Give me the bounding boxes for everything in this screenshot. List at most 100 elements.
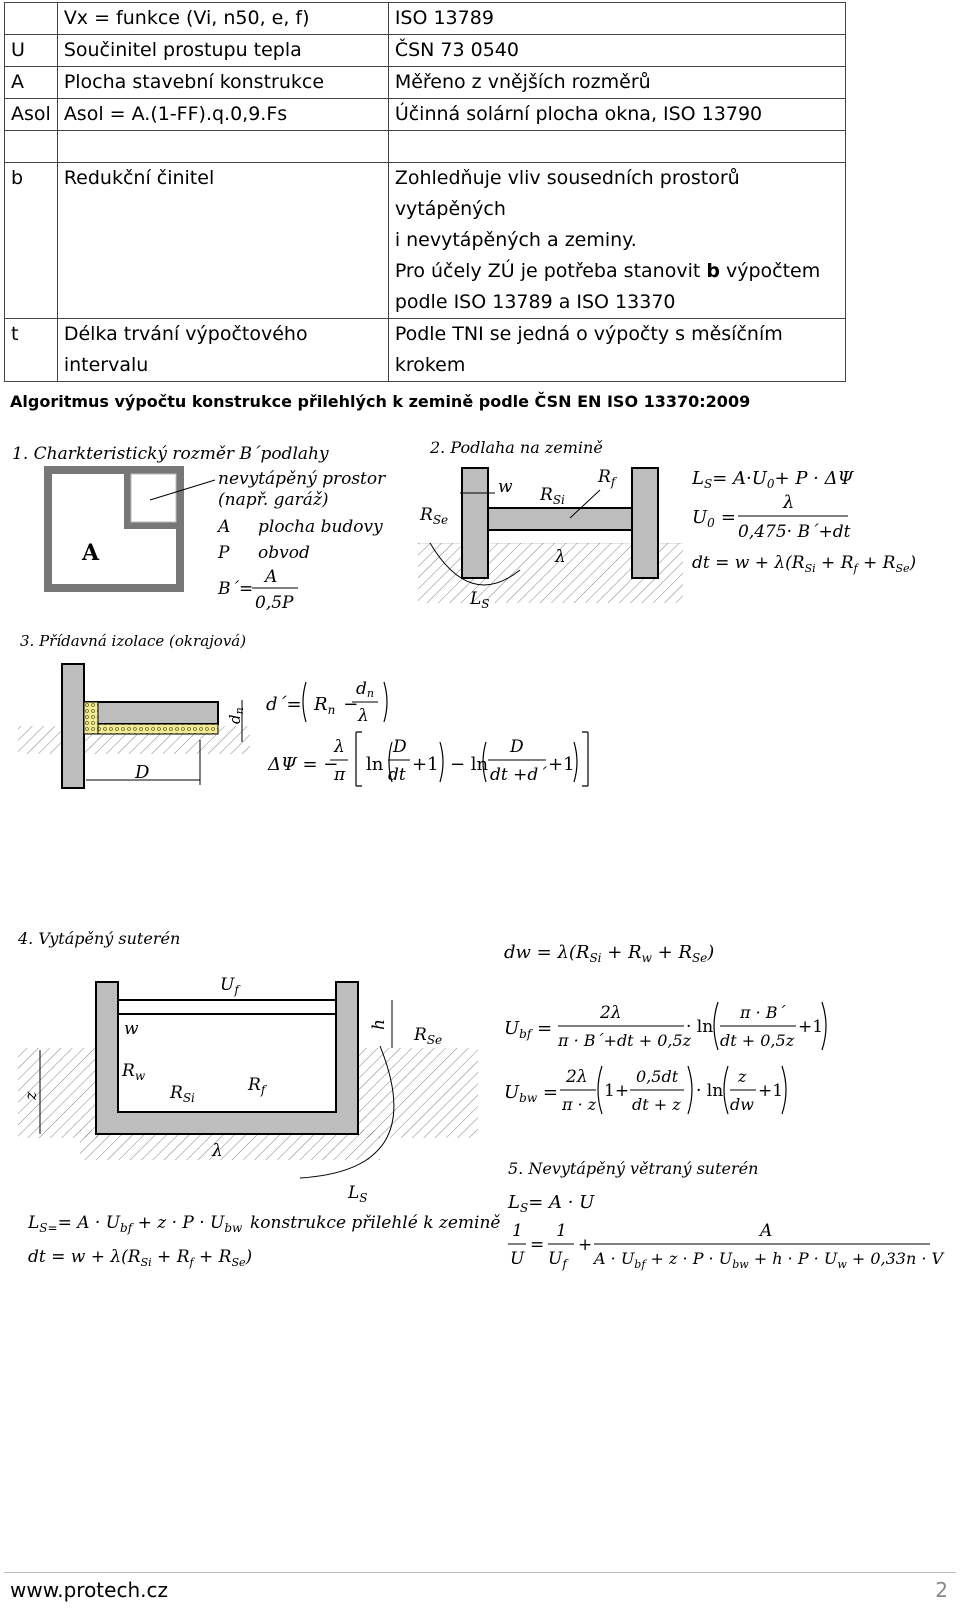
table-row: b Redukční činitel Zohledňuje vliv souse…: [4, 162, 846, 319]
soil-hatch-right: [358, 1048, 478, 1138]
paren-right: [573, 741, 578, 783]
fig4-ls: LS: [347, 1183, 368, 1205]
fig3-frac1-den: dt: [388, 765, 406, 785]
fig4-ubw-den: π · z: [561, 1095, 597, 1114]
paren-right: [687, 1065, 693, 1115]
bracket-left: [355, 731, 362, 787]
eq-part: A · U: [592, 1249, 635, 1268]
fig4-z: z: [21, 1091, 40, 1101]
symbol: R: [169, 1083, 183, 1103]
fig4-eq-dt: dt = w + λ(RSi + Rf + RSe): [28, 1247, 252, 1269]
subscript: Se: [231, 1256, 246, 1269]
subscript: f: [233, 983, 241, 997]
table-row: U Součinitel prostupu tepla ČSN 73 0540: [4, 34, 846, 67]
fig4-ubf-ln: · ln: [686, 1017, 713, 1037]
right-wall: [631, 467, 659, 579]
note-line: i nevytápěných a zeminy.: [394, 229, 637, 251]
fig5-eq-ls: LS= A · U: [507, 1192, 595, 1215]
fig4-ubf-plus1: +1: [798, 1017, 823, 1037]
fig5-frac2-den: Uf: [548, 1249, 569, 1271]
subscript: bf: [120, 1221, 135, 1235]
subscript: f: [189, 1256, 196, 1269]
basement-walls: [95, 981, 359, 1135]
symbol: L: [469, 589, 481, 609]
subscript: Si: [553, 493, 565, 507]
symbol-cell: U: [4, 34, 58, 67]
table-row: Asol Asol = A.(1-FF).q.0,9.Fs Účinná sol…: [4, 98, 846, 131]
fig2-eq-u0-num: λ: [782, 492, 794, 513]
fig4-ubf-num2: π · B´: [739, 1003, 787, 1022]
definitions-table: Vx = funkce (Vi, n50, e, f) ISO 13789 U …: [4, 2, 846, 382]
eq-part: + h · P · U: [749, 1249, 838, 1268]
symbol: U: [692, 507, 708, 528]
soil-hatch-left: [18, 1048, 98, 1138]
fig4-note: konstrukce přilehlé k zemině: [250, 1213, 500, 1233]
fig4-ubw-ln: · ln: [696, 1081, 723, 1101]
paren-left: [713, 1001, 719, 1051]
fig1-label-1: nevytápěný prostor: [218, 469, 386, 489]
fig2-rse: RSe: [419, 505, 448, 527]
figure-5: 5. Nevytápěný větraný suterén LS= A · U …: [507, 1159, 945, 1271]
symbol: U: [548, 1249, 563, 1269]
eq-part: =: [721, 507, 736, 528]
subscript: n: [328, 703, 336, 717]
eq-part: + R: [602, 942, 642, 963]
symbol: U: [504, 1018, 520, 1039]
fig1-frac-den: 0,5P: [255, 593, 294, 613]
subscript: f: [610, 475, 618, 489]
eq-part: + 0,33n · V: [847, 1249, 945, 1268]
fig5-frac3-den: A · Ubf + z · P · Ubw + h · P · Uw + 0,3…: [592, 1249, 945, 1271]
fig4-eq-dw: dw = λ(RSi + Rw + RSe): [504, 942, 714, 965]
heat-flow-arc: [299, 1045, 395, 1179]
garage-area: [130, 473, 177, 523]
symbol: U: [504, 1082, 520, 1103]
eq-part: + R: [194, 1247, 232, 1267]
eq-part: + R: [652, 942, 692, 963]
eq-part: ): [706, 942, 714, 963]
subscript: Se: [433, 513, 448, 527]
eq-part: dw = λ(R: [504, 942, 589, 963]
eq-part: = A·U: [712, 468, 768, 489]
symbol: L: [27, 1213, 39, 1233]
bracket-right: [582, 731, 589, 787]
fig3-dn: dn: [226, 707, 246, 724]
name-cell: Délka trvání výpočtového intervalu: [56, 318, 389, 382]
fig4-ubw-num3: z: [737, 1067, 747, 1086]
fig3-d: D: [134, 762, 150, 783]
fig3-minus-ln: − ln: [450, 754, 489, 775]
note-line: Zohledňuje vliv sousedních prostorů vytá…: [394, 167, 740, 220]
fig3-frac2-den: dt +d´: [490, 765, 547, 785]
note-text: Pro účely ZÚ je potřeba stanovit: [394, 260, 707, 282]
fig4-eq-ubf: Ubf =: [504, 1018, 552, 1041]
fig4-uf: Uf: [220, 975, 241, 997]
symbol: R: [597, 467, 611, 487]
paren-left: [597, 1065, 603, 1115]
fig1-symbol-a: A: [216, 517, 230, 537]
fig4-ubw-num2: 0,5dt: [636, 1067, 679, 1086]
eq-part: + P · ΔΨ: [775, 468, 855, 489]
leader-line: [149, 479, 216, 501]
paren-right: [821, 1001, 827, 1051]
symbol: R: [313, 694, 328, 715]
subscript: Se: [692, 951, 707, 965]
eq-part: dt = w + λ(R: [692, 553, 805, 573]
subscript: bw: [732, 1258, 749, 1271]
note-cell: Zohledňuje vliv sousedních prostorů vytá…: [387, 162, 846, 319]
symbol: d: [356, 679, 367, 699]
fig3-lambda: λ: [333, 737, 345, 757]
subscript: n: [233, 707, 246, 714]
fig4-h: h: [369, 1019, 389, 1030]
eq-part: + R: [858, 553, 896, 573]
paren-right: [781, 1065, 787, 1115]
subscript: f: [260, 1083, 268, 1097]
fig1-frac-num: A: [263, 567, 277, 587]
fig4-rf: Rf: [247, 1075, 268, 1097]
subscript: bw: [224, 1221, 243, 1235]
fig4-ubw-den2: dt + z: [632, 1095, 681, 1114]
eq-part: dt = w + λ(R: [28, 1247, 141, 1267]
wall: [61, 663, 85, 789]
symbol-cell: Asol: [4, 98, 58, 131]
fig4-eq-ubw: Ubw =: [504, 1082, 558, 1105]
page-number: 2: [935, 1578, 948, 1602]
subscript: S: [359, 1191, 367, 1205]
